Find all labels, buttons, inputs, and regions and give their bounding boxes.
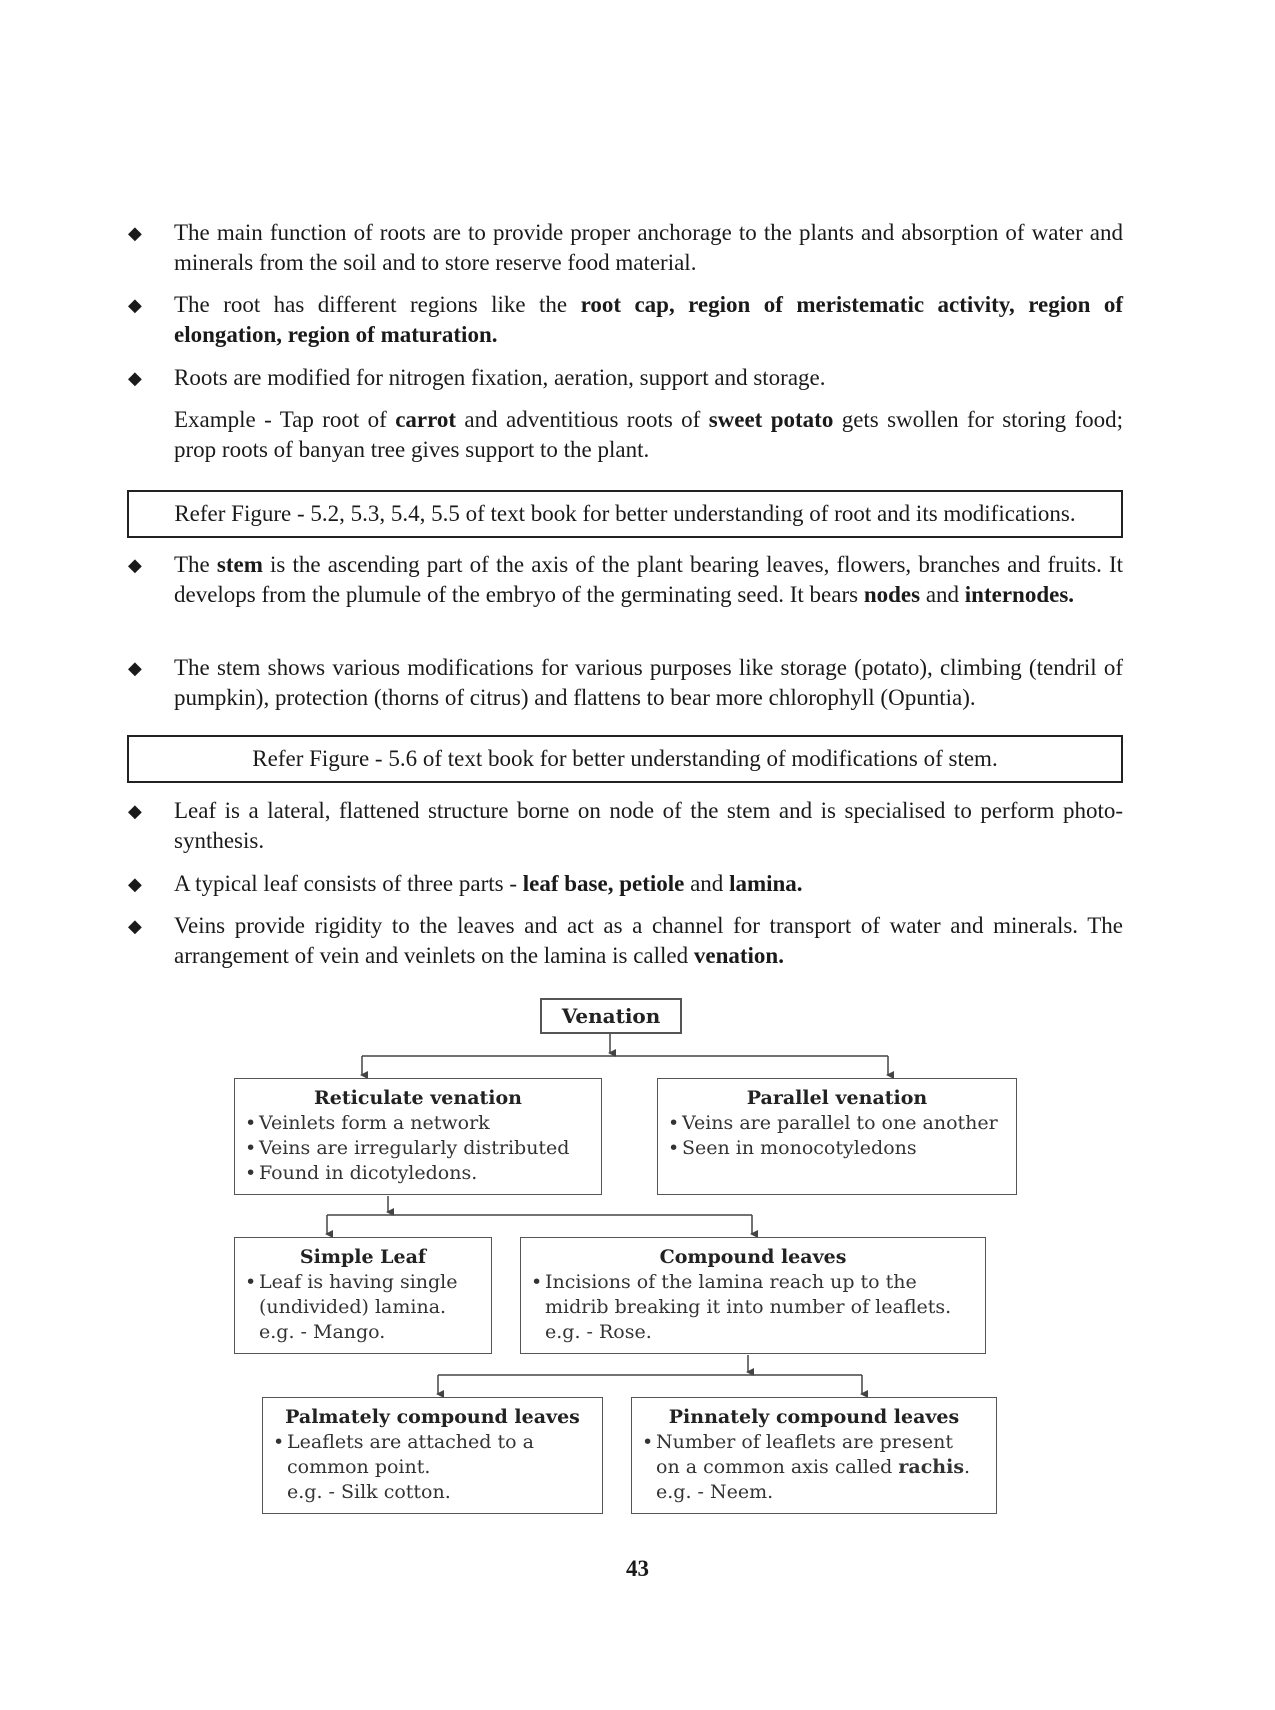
list-item: Leaf is having single bbox=[245, 1270, 481, 1295]
reticulate-venation-box: Reticulate venation Veinlets form a netw… bbox=[234, 1078, 602, 1195]
list-item: Seen in monocotyledons bbox=[668, 1136, 1006, 1161]
diamond-bullet-icon: ◆ bbox=[128, 916, 142, 936]
list-item: Found in dicotyledons. bbox=[245, 1161, 591, 1186]
parallel-venation-box: Parallel venation Veins are parallel to … bbox=[657, 1078, 1017, 1195]
page-number: 43 bbox=[626, 1556, 649, 1581]
reference-box-root: Refer Figure - 5.2, 5.3, 5.4, 5.5 of tex… bbox=[127, 490, 1123, 538]
compound-leaves-box: Compound leaves Incisions of the lamina … bbox=[520, 1237, 986, 1354]
list-item: Leaflets are attached to a bbox=[273, 1430, 592, 1455]
simple-leaf-box: Simple Leaf Leaf is having single (undiv… bbox=[234, 1237, 492, 1354]
reference-box-stem: Refer Figure - 5.6 of text book for bett… bbox=[127, 735, 1123, 783]
list-item: Number of leaflets are present bbox=[642, 1430, 986, 1455]
list-item: Veins are parallel to one another bbox=[668, 1111, 1006, 1136]
diamond-bullet-icon: ◆ bbox=[128, 801, 142, 821]
venation-root-box: Venation bbox=[540, 998, 682, 1034]
diamond-bullet-icon: ◆ bbox=[128, 555, 142, 575]
diamond-bullet-icon: ◆ bbox=[128, 295, 142, 315]
diamond-bullet-icon: ◆ bbox=[128, 368, 142, 388]
list-item: Veinlets form a network bbox=[245, 1111, 591, 1136]
example-paragraph: Example - Tap root of carrot and adventi… bbox=[174, 407, 1124, 462]
palmately-compound-box: Palmately compound leaves Leaflets are a… bbox=[262, 1397, 603, 1514]
diamond-bullet-icon: ◆ bbox=[128, 658, 142, 678]
list-item: Veins are irregularly distributed bbox=[245, 1136, 591, 1161]
diamond-bullet-icon: ◆ bbox=[128, 874, 142, 894]
pinnately-compound-box: Pinnately compound leaves Number of leaf… bbox=[631, 1397, 997, 1514]
diamond-bullet-icon: ◆ bbox=[128, 223, 142, 243]
list-item: Incisions of the lamina reach up to the bbox=[531, 1270, 975, 1295]
